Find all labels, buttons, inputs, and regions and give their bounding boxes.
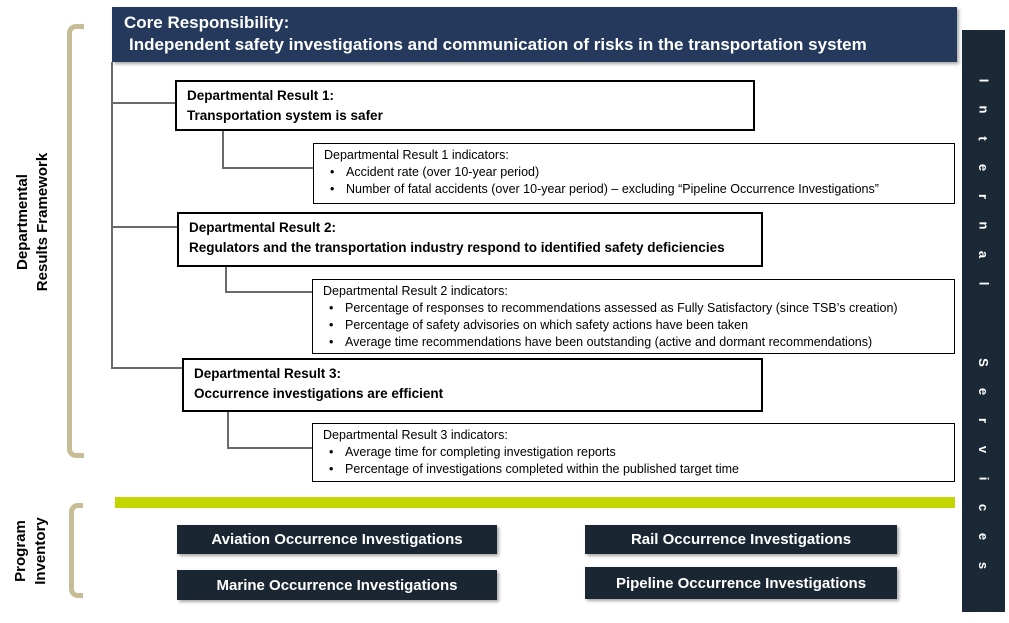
program-label-line1: Program — [12, 520, 29, 582]
result-2-description: Regulators and the transportation indust… — [189, 240, 725, 255]
departmental-result-3-box: Departmental Result 3: Occurrence invest… — [182, 358, 763, 412]
indicator3-connector-horizontal — [227, 447, 314, 449]
vertical-letter: e — [975, 163, 991, 172]
vertical-letter: n — [975, 105, 991, 114]
framework-label-line1: Departmental — [14, 174, 31, 270]
core-responsibility-subtitle: Independent safety investigations and co… — [129, 35, 867, 54]
result-3-indicators-box: Departmental Result 3 indicators: Averag… — [312, 423, 955, 482]
indicator-item: Average time recommendations have been o… — [323, 334, 944, 351]
vertical-letter: c — [975, 503, 991, 512]
indicator1-connector-horizontal — [222, 167, 315, 169]
vertical-letter: e — [975, 532, 991, 541]
indicator-item: Percentage of investigations completed w… — [323, 461, 944, 478]
indicator1-connector-vertical — [222, 131, 224, 169]
indicator-item: Number of fatal accidents (over 10-year … — [324, 181, 944, 198]
framework-bracket — [67, 24, 84, 458]
vertical-letter: s — [975, 561, 991, 570]
program-marine-box: Marine Occurrence Investigations — [177, 570, 497, 600]
core-responsibility-title: Core Responsibility: — [124, 13, 290, 32]
result-3-indicators-title: Departmental Result 3 indicators: — [323, 428, 508, 442]
result-2-indicators-box: Departmental Result 2 indicators: Percen… — [312, 279, 955, 354]
indicator-item: Accident rate (over 10-year period) — [324, 164, 944, 181]
program-label-line2: Inventory — [32, 517, 49, 585]
divider-bar — [115, 497, 955, 508]
program-pipeline-box: Pipeline Occurrence Investigations — [585, 567, 897, 599]
result-2-indicators-list: Percentage of responses to recommendatio… — [323, 300, 944, 351]
indicator2-connector-vertical — [225, 267, 227, 293]
vertical-letter: n — [975, 221, 991, 230]
indicator-item: Average time for completing investigatio… — [323, 444, 944, 461]
program-inventory-bracket — [69, 503, 83, 598]
vertical-letter: i — [975, 476, 991, 481]
indicator-item: Percentage of safety advisories on which… — [323, 317, 944, 334]
result-3-title: Departmental Result 3: — [194, 366, 342, 381]
vertical-letter: t — [975, 136, 991, 141]
core-responsibility-banner: Core Responsibility: Independent safety … — [112, 7, 957, 62]
result-1-description: Transportation system is safer — [187, 108, 383, 123]
framework-label-line2: Results Framework — [34, 152, 51, 292]
result-1-indicators-title: Departmental Result 1 indicators: — [324, 148, 509, 162]
trunk-connector-line — [111, 62, 113, 369]
indicator3-connector-vertical — [227, 412, 229, 449]
result-2-title: Departmental Result 2: — [189, 220, 337, 235]
vertical-letter: r — [975, 417, 991, 424]
result-3-indicators-list: Average time for completing investigatio… — [323, 444, 944, 478]
vertical-letter: r — [975, 193, 991, 200]
program-rail-box: Rail Occurrence Investigations — [585, 525, 897, 554]
program-aviation-box: Aviation Occurrence Investigations — [177, 525, 497, 554]
vertical-letter: I — [975, 78, 991, 83]
branch-line-result2 — [111, 226, 179, 228]
result-3-description: Occurrence investigations are efficient — [194, 386, 444, 401]
departmental-result-2-box: Departmental Result 2: Regulators and th… — [177, 212, 763, 267]
vertical-letter: a — [975, 250, 991, 259]
vertical-letter: S — [975, 358, 991, 367]
vertical-letter: l — [975, 281, 991, 286]
result-1-indicators-box: Departmental Result 1 indicators: Accide… — [313, 143, 955, 204]
branch-line-result3 — [111, 367, 184, 369]
result-2-indicators-title: Departmental Result 2 indicators: — [323, 284, 508, 298]
indicator2-connector-horizontal — [225, 291, 314, 293]
vertical-letter: e — [975, 387, 991, 396]
departmental-result-1-box: Departmental Result 1: Transportation sy… — [175, 80, 755, 131]
result-1-title: Departmental Result 1: — [187, 88, 335, 103]
departmental-results-framework-label: Departmental Results Framework — [13, 72, 57, 372]
program-inventory-label: Program Inventory — [11, 481, 55, 621]
result-1-indicators-list: Accident rate (over 10-year period)Numbe… — [324, 164, 944, 198]
vertical-letter: v — [975, 445, 991, 454]
branch-line-result1 — [111, 102, 177, 104]
indicator-item: Percentage of responses to recommendatio… — [323, 300, 944, 317]
